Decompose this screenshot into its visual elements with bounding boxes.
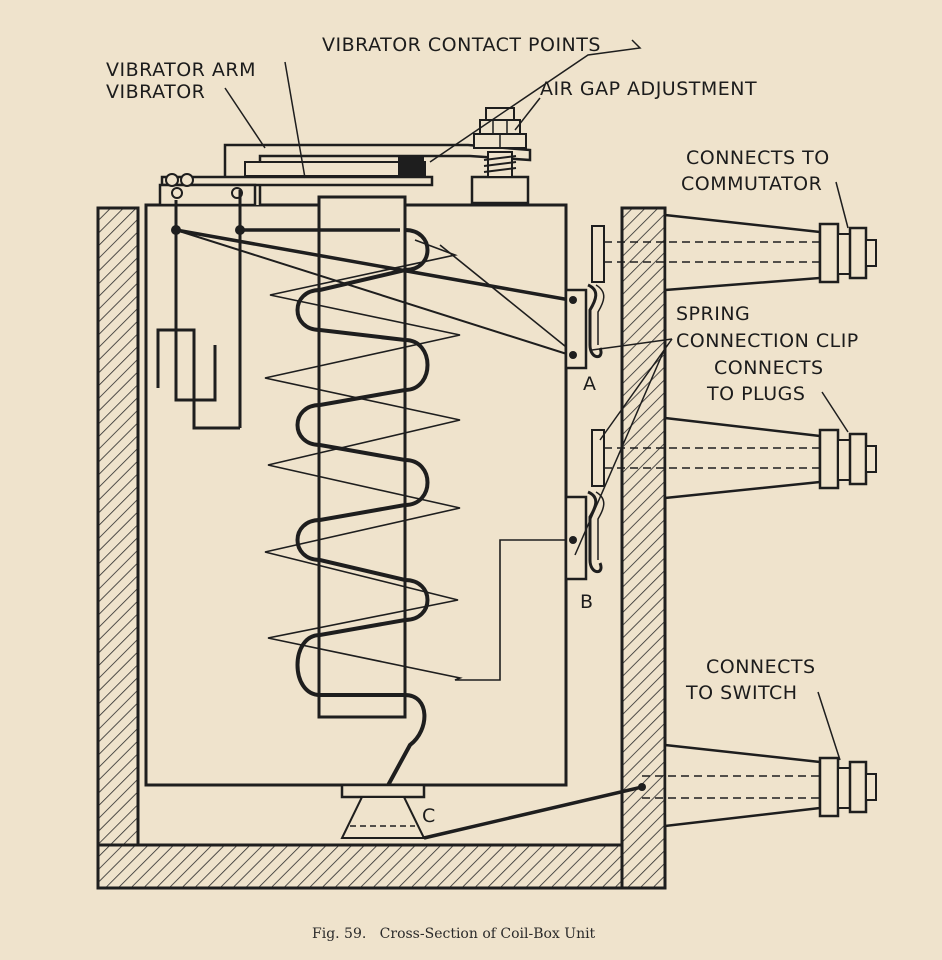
label-terminal-c: C (422, 805, 436, 827)
labels: VIBRATOR CONTACT POINTS VIBRATOR ARM VIB… (106, 34, 859, 827)
label-terminal-b: B (580, 591, 594, 613)
figure-caption: Fig. 59. Cross-Section of Coil-Box Unit (312, 926, 596, 942)
terminal-a (564, 283, 605, 370)
label-connects-to-plugs-line2: TO PLUGS (706, 383, 805, 405)
primary-leads (171, 225, 571, 356)
label-connection-clip: CONNECTION CLIP (676, 330, 859, 352)
leader-lines (224, 39, 849, 761)
label-connects-to-switch-line2: TO SWITCH (685, 682, 798, 704)
primary-winding (295, 228, 430, 801)
label-connects-to-switch-line1: CONNECTS (706, 656, 816, 678)
plugs-connector (591, 416, 877, 500)
label-spring: SPRING (676, 303, 750, 325)
label-air-gap-adjustment: AIR GAP ADJUSTMENT (540, 78, 757, 100)
label-vibrator-arm: VIBRATOR ARM (106, 59, 256, 81)
label-connects-to-commutator-line1: CONNECTS TO (686, 147, 830, 169)
secondary-winding (264, 239, 577, 681)
vibrator-assembly (158, 107, 532, 207)
label-vibrator-contact-points: VIBRATOR CONTACT POINTS (322, 34, 601, 56)
label-terminal-a: A (583, 373, 597, 395)
label-connects-to-plugs-line1: CONNECTS (714, 357, 824, 379)
commutator-plug (591, 213, 877, 292)
label-vibrator: VIBRATOR (106, 81, 205, 103)
switch-connector (642, 743, 877, 828)
terminal-c (340, 783, 646, 840)
label-connects-to-commutator-line2: COMMUTATOR (681, 173, 822, 195)
coil-box-housing (96, 206, 667, 890)
terminal-b (564, 490, 605, 581)
